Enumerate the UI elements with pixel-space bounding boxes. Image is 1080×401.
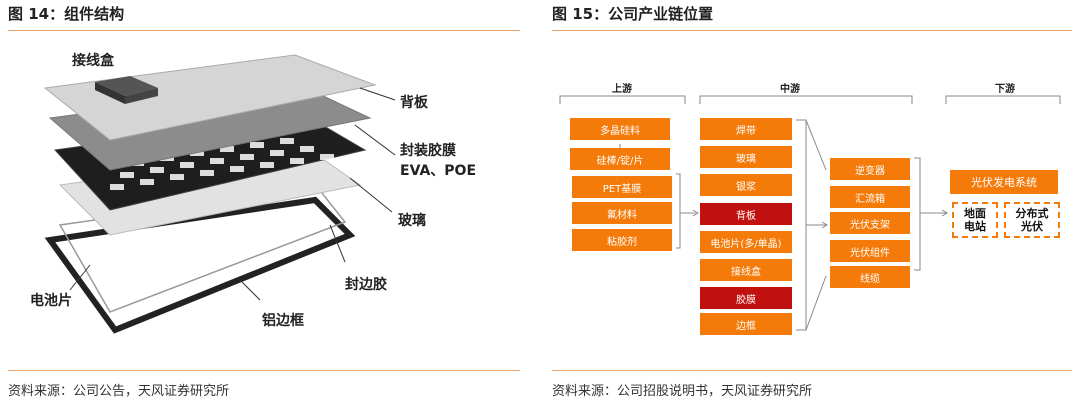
label-frame: 铝边框 [262,313,304,329]
left-source-note: 资料来源：公司公告，天风证券研究所 [8,384,230,399]
midstream-box-silver-paste: 银浆 [700,174,792,196]
right-source-note: 资料来源：公司招股说明书，天风证券研究所 [552,384,813,399]
upstream-box-wafer: 硅棒/锭/片 [570,148,670,170]
midstream-box-junction-box: 接线盒 [700,259,792,281]
downstream-box-pv-system: 光伏发电系统 [950,170,1058,194]
label-backsheet: 背板 [400,95,428,111]
frame-layer [44,196,356,334]
midstream-box-inverter: 逆变器 [830,158,910,180]
midstream-box-glass: 玻璃 [700,146,792,168]
downstream-box-ground-station: 地面 电站 [952,202,998,238]
label-junction-box: 接线盒 [72,53,114,69]
upstream-box-polysilicon: 多晶硅料 [570,118,670,140]
upstream-box-fluorine: 氟材料 [572,202,672,224]
downstream-box-distributed: 分布式 光伏 [1004,202,1060,238]
label-glass: 玻璃 [398,213,426,229]
midstream-box-film: 胶膜 [700,287,792,309]
midstream-box-mount: 光伏支架 [830,212,910,234]
upstream-box-adhesive: 粘胶剂 [572,229,672,251]
midstream-box-cable: 线缆 [830,266,910,288]
module-structure-illustration [43,54,396,334]
stage-midstream: 中游 [780,84,800,95]
junction-box-shape [95,76,158,96]
midstream-box-backsheet: 背板 [700,203,792,225]
midstream-box-ribbon: 焊带 [700,118,792,140]
label-encapsulant-types: EVA、POE [400,163,477,179]
stage-upstream: 上游 [612,84,632,95]
upstream-box-pet-film: PET基膜 [572,176,672,198]
left-source-rule [8,370,520,371]
right-panel-title: 图 15：公司产业链位置 [552,5,714,23]
right-title-rule [552,30,1072,31]
label-encapsulant: 封装胶膜 [400,143,456,159]
stage-downstream: 下游 [995,84,1015,95]
midstream-box-combiner: 汇流箱 [830,186,910,208]
midstream-box-frame: 边框 [700,313,792,335]
label-edge-seal: 封边胶 [345,277,387,293]
midstream-box-cell: 电池片(多/单晶) [700,231,792,253]
backsheet-layer [43,54,377,141]
label-cell: 电池片 [30,293,72,309]
midstream-box-module: 光伏组件 [830,240,910,262]
left-panel-title: 图 14：组件结构 [8,5,125,23]
right-source-rule [552,370,1072,371]
left-title-rule [8,30,520,31]
